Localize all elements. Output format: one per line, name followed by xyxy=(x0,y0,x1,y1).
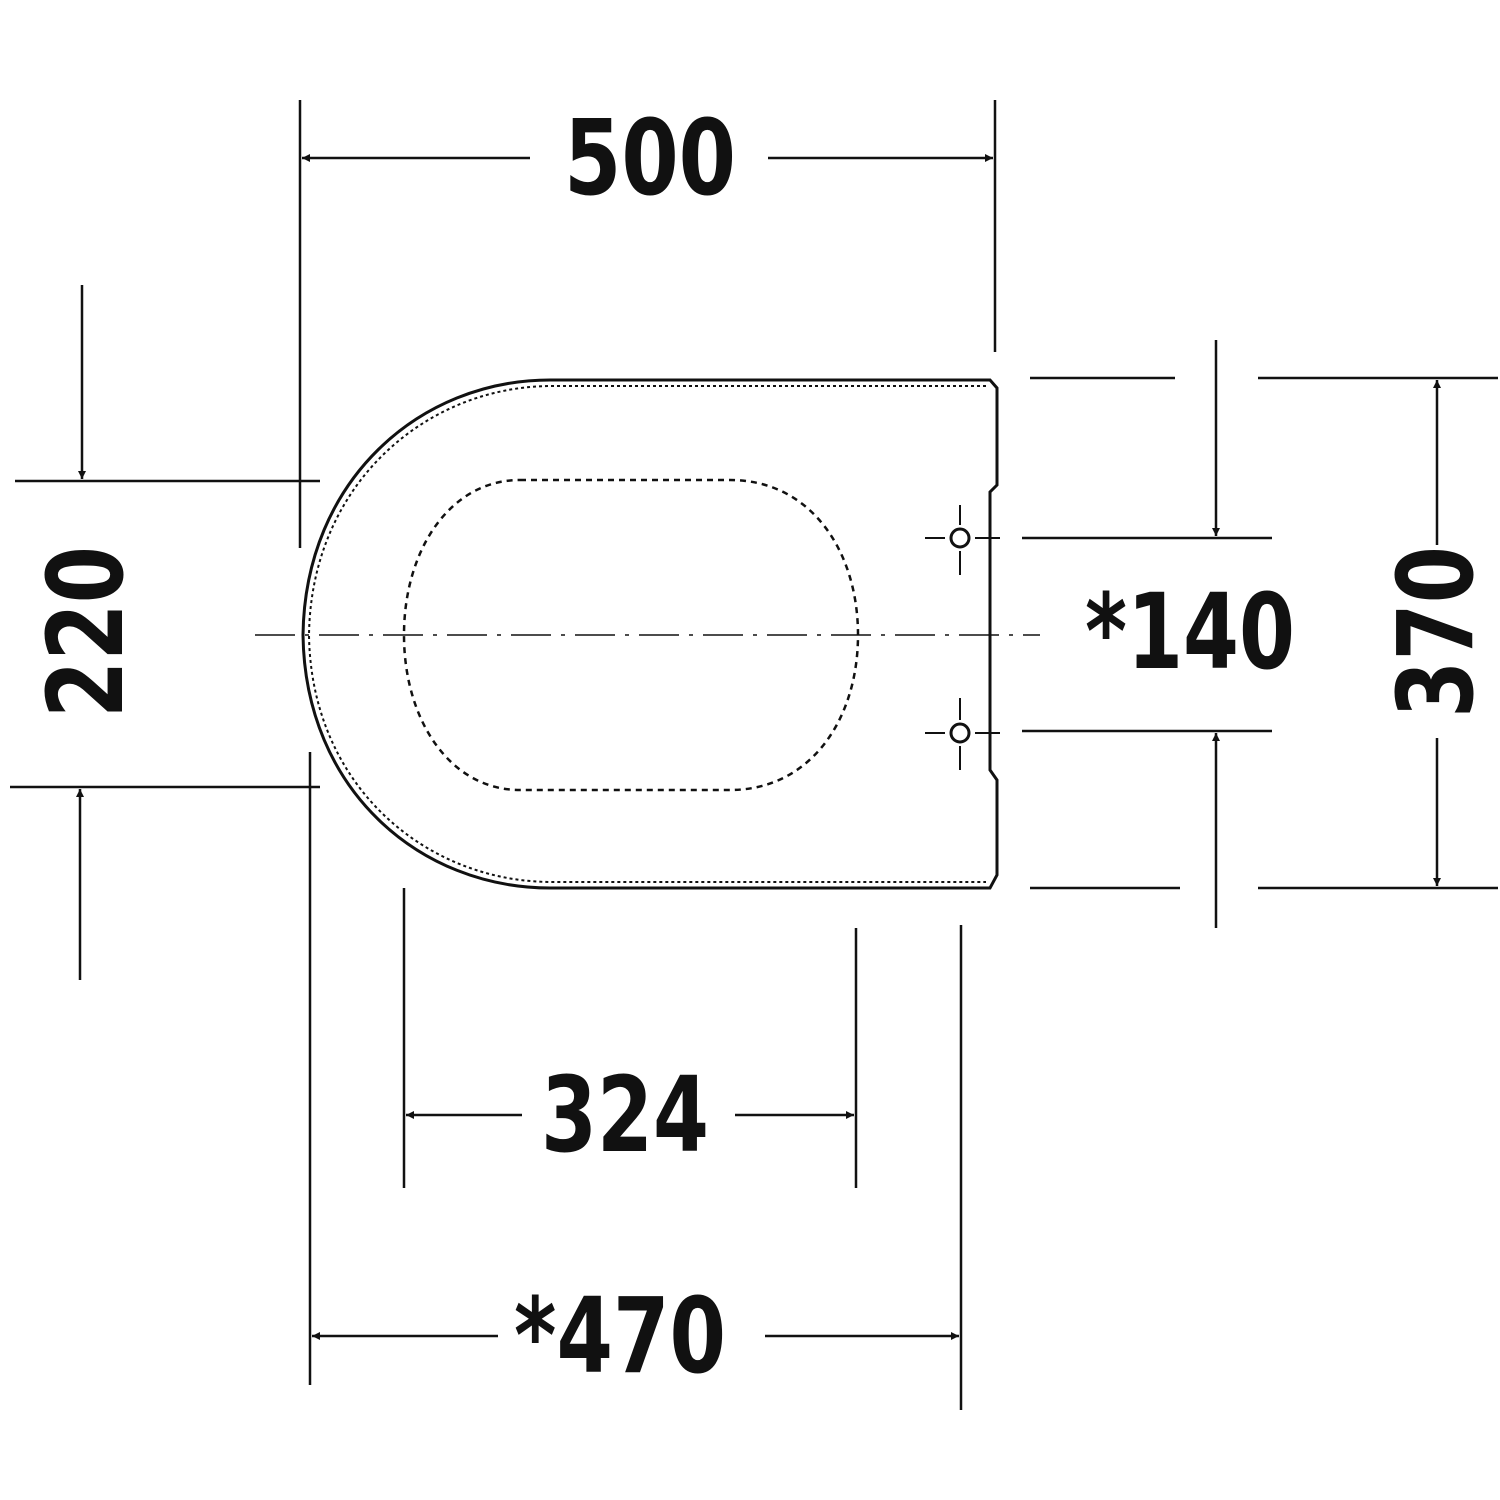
dimension-label-370: 370 xyxy=(1375,546,1497,718)
hinge-hole-lower xyxy=(925,698,1000,770)
dimension-depth-total xyxy=(1030,376,1498,890)
dimension-label-500: 500 xyxy=(564,97,736,219)
seat-opening-outline xyxy=(402,478,860,792)
dimension-label-220: 220 xyxy=(25,546,147,718)
dimension-label-140: *140 xyxy=(1085,571,1295,693)
dimension-label-324: 324 xyxy=(541,1054,709,1176)
hinge-hole-upper xyxy=(925,505,1000,575)
dimension-width-lower xyxy=(308,752,963,1410)
dimension-offset-left xyxy=(10,285,320,980)
dimension-label-470: *470 xyxy=(514,1275,726,1397)
dimension-opening-length xyxy=(402,888,858,1188)
dimension-hinge-spacing xyxy=(1022,340,1272,928)
dimension-width-total xyxy=(298,100,997,548)
seat-outline xyxy=(301,378,999,890)
